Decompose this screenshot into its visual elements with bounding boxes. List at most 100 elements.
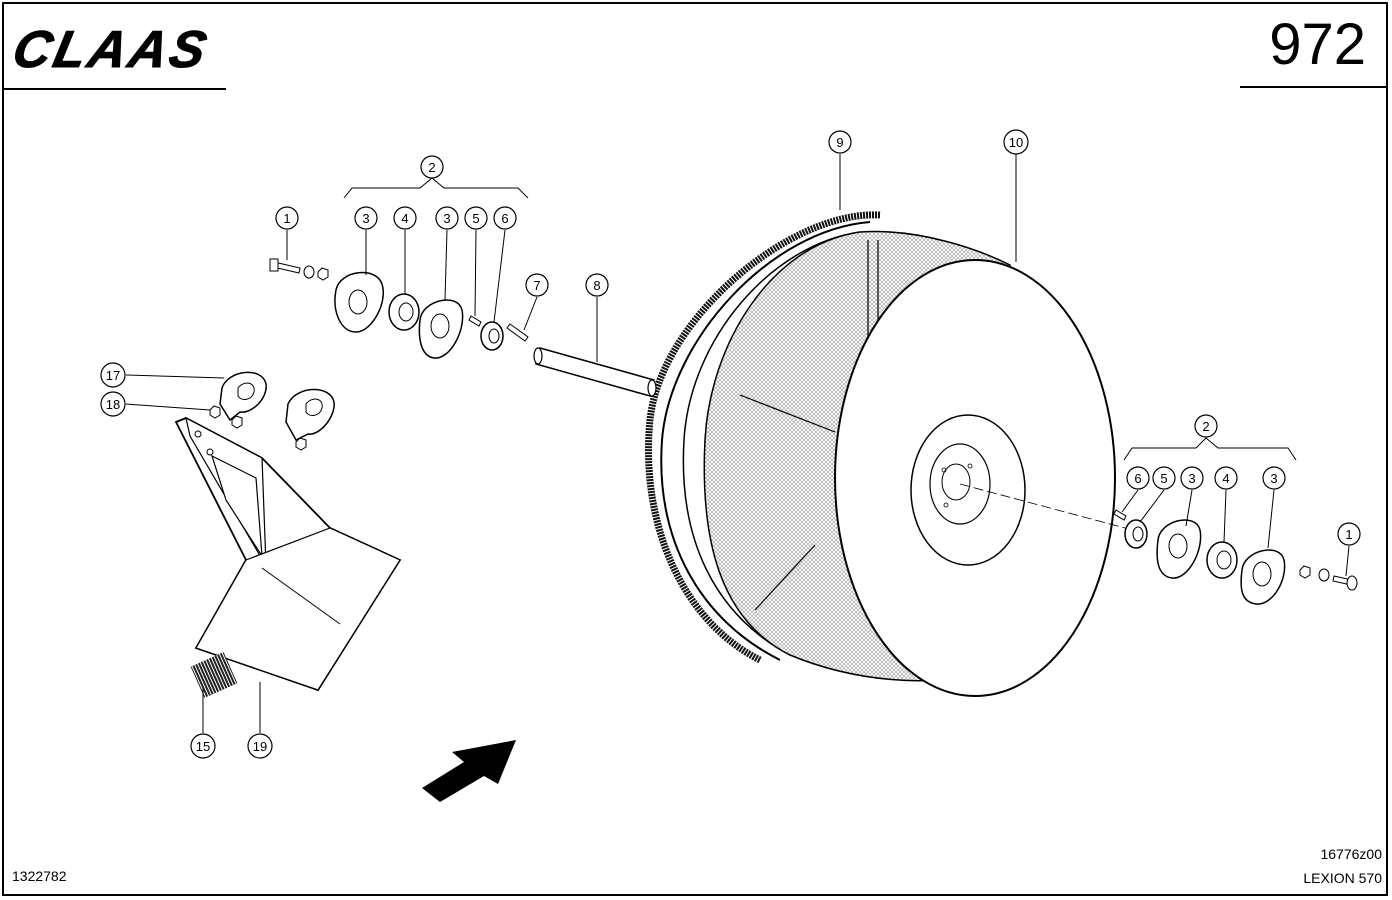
callout-17-label: 17 xyxy=(106,368,120,383)
callout-15: 15 xyxy=(190,733,216,759)
grub-screw-right xyxy=(1113,509,1127,521)
callout-2a: 2 xyxy=(420,155,444,179)
document-number: 1322782 xyxy=(12,868,67,884)
leader-18 xyxy=(125,403,211,411)
travel-direction-arrow-icon xyxy=(422,740,516,802)
callout-2b: 2 xyxy=(1194,414,1218,438)
shaft-end-right xyxy=(647,379,657,397)
drum-assembly xyxy=(645,211,1116,697)
callout-18: 18 xyxy=(100,391,126,417)
washer-left xyxy=(303,265,315,279)
callout-1a-label: 1 xyxy=(283,211,290,226)
leader-3c xyxy=(1185,489,1193,527)
drum-hub-bolt-hole-1 xyxy=(967,463,973,469)
callout-6a-label: 6 xyxy=(501,211,508,226)
drum-beater-bar-1 xyxy=(739,394,836,433)
callout-9-label: 9 xyxy=(836,135,843,150)
callout-4a-label: 4 xyxy=(401,211,408,226)
bolt-left-head xyxy=(269,258,279,272)
callout-18-label: 18 xyxy=(106,397,120,412)
callout-3c-label: 3 xyxy=(1188,471,1195,486)
callout-4a: 4 xyxy=(393,206,417,230)
drum-beater-bar-2 xyxy=(754,544,816,611)
leader-3b xyxy=(444,229,448,301)
clamp-nut-2 xyxy=(231,415,243,429)
shaft xyxy=(535,347,655,397)
leader-3d xyxy=(1267,489,1275,549)
drum-back-ring-inner xyxy=(682,231,861,656)
callout-19-label: 19 xyxy=(253,739,267,754)
nut-right xyxy=(1299,565,1311,579)
callout-4b: 4 xyxy=(1214,466,1238,490)
flange-left-outer-hole xyxy=(348,289,368,315)
drum-hub-bolt-hole-3 xyxy=(941,467,947,473)
group-bracket-left xyxy=(343,177,529,199)
shaft-group xyxy=(506,323,1126,529)
callout-3a-label: 3 xyxy=(362,211,369,226)
leader-5b xyxy=(1139,489,1165,523)
drum-back-ring-outer xyxy=(660,221,871,661)
leader-6a xyxy=(493,229,506,323)
chute-assembly xyxy=(174,371,402,698)
callout-3d: 3 xyxy=(1262,466,1286,490)
callout-8: 8 xyxy=(585,273,609,297)
callout-19: 19 xyxy=(247,733,273,759)
bolt-right-head xyxy=(1346,575,1358,591)
clamp-nut-1 xyxy=(209,405,221,419)
clamp-lower-slot xyxy=(305,398,323,416)
leader-1b xyxy=(1345,545,1350,577)
chute-hole-2 xyxy=(206,448,214,456)
chute-hole-1 xyxy=(194,430,202,438)
bearing-left-bore xyxy=(398,302,414,322)
group-bracket-right xyxy=(1123,437,1297,461)
callout-5b-label: 5 xyxy=(1160,471,1167,486)
grub-screw-left xyxy=(468,315,482,327)
callout-1b: 1 xyxy=(1337,522,1361,546)
callout-5a-label: 5 xyxy=(472,211,479,226)
callout-3a: 3 xyxy=(354,206,378,230)
leader-5a xyxy=(474,229,477,317)
callout-9: 9 xyxy=(828,130,852,154)
callout-3b-label: 3 xyxy=(443,211,450,226)
callout-6a: 6 xyxy=(493,206,517,230)
leader-17 xyxy=(125,374,225,379)
shaft-end-left xyxy=(533,347,543,365)
locking-collar-left-bore xyxy=(488,328,500,344)
brand-underline xyxy=(4,88,226,90)
callout-1a: 1 xyxy=(275,206,299,230)
chute-seal-strip xyxy=(190,652,238,698)
callout-1b-label: 1 xyxy=(1345,527,1352,542)
drum-hub-bolt-hole-2 xyxy=(943,502,949,508)
callout-17: 17 xyxy=(100,362,126,388)
bearing-right-bore xyxy=(1216,550,1232,570)
callout-6b-label: 6 xyxy=(1134,471,1141,486)
figure-number: 16776z00 xyxy=(1320,846,1382,862)
callout-3b: 3 xyxy=(435,206,459,230)
callout-6b: 6 xyxy=(1126,466,1150,490)
callout-5a: 5 xyxy=(464,206,488,230)
callout-3d-label: 3 xyxy=(1270,471,1277,486)
callout-5b: 5 xyxy=(1152,466,1176,490)
callout-10-label: 10 xyxy=(1009,135,1023,150)
callout-10: 10 xyxy=(1003,129,1029,155)
washer-right xyxy=(1318,568,1330,582)
right-bearing-kit xyxy=(1113,509,1358,605)
callout-2a-label: 2 xyxy=(428,160,435,175)
callout-4b-label: 4 xyxy=(1222,471,1229,486)
callout-8-label: 8 xyxy=(593,278,600,293)
leader-7 xyxy=(523,296,538,331)
nut-left xyxy=(317,267,329,281)
callout-2b-label: 2 xyxy=(1202,419,1209,434)
callout-7-label: 7 xyxy=(533,278,540,293)
chute-floor xyxy=(195,527,401,691)
flange-left-inner-hole xyxy=(430,313,450,339)
callout-3c: 3 xyxy=(1180,466,1204,490)
drum-hub-bore xyxy=(941,463,971,501)
locking-collar-right-bore xyxy=(1132,526,1144,542)
callout-15-label: 15 xyxy=(196,739,210,754)
callout-7: 7 xyxy=(525,273,549,297)
drum-toothed-rim xyxy=(645,211,881,664)
page-number-underline xyxy=(1240,86,1386,88)
